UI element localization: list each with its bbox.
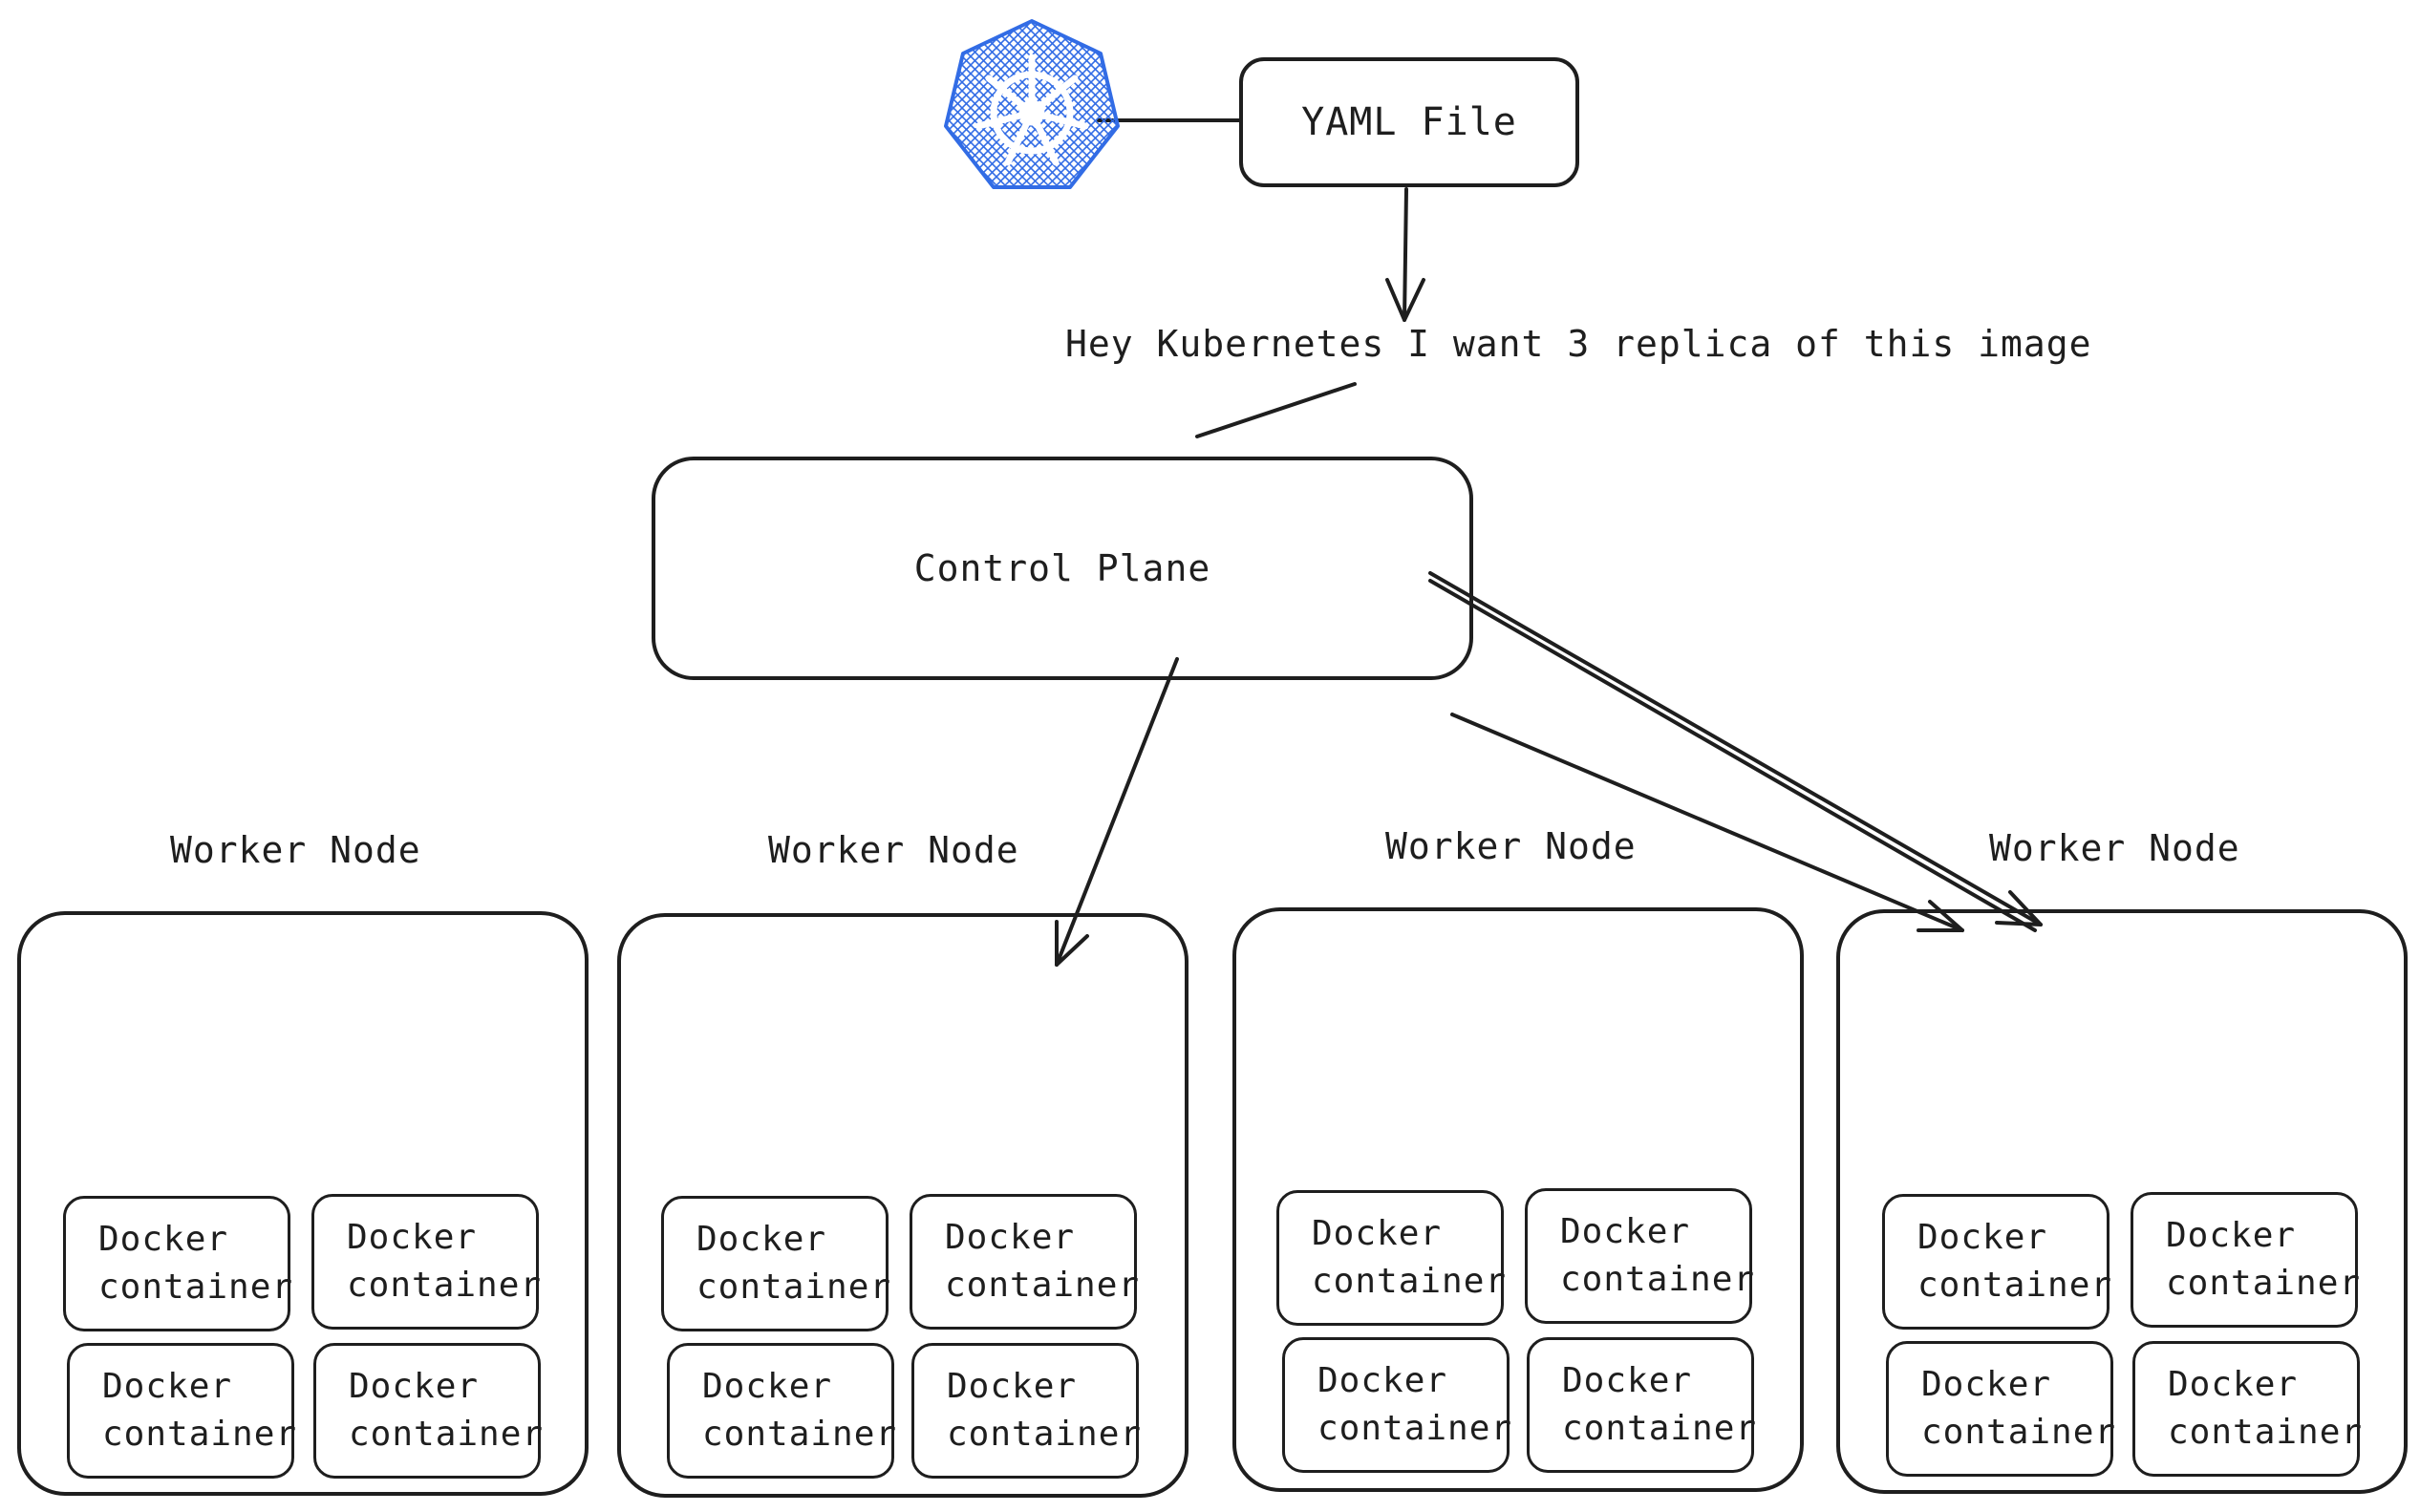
docker-container-label-line1: Docker xyxy=(945,1218,1076,1257)
worker-node-box xyxy=(1836,909,2408,1494)
docker-container-box: Docker container xyxy=(1886,1341,2117,1477)
worker-node-box xyxy=(1232,907,1804,1492)
docker-container-label-line2: container xyxy=(696,1267,892,1307)
docker-container-label-line1: Docker xyxy=(1317,1361,1448,1400)
docker-container-label-line2: container xyxy=(2166,1264,2362,1303)
docker-container-box: Docker container xyxy=(1276,1190,1508,1326)
docker-container-label-line2: container xyxy=(102,1415,298,1454)
docker-container-box: Docker container xyxy=(911,1343,1143,1479)
docker-container-label-line2: container xyxy=(947,1415,1143,1454)
docker-container-box: Docker container xyxy=(667,1343,898,1479)
yaml-file-box: YAML File xyxy=(1239,57,1579,187)
docker-container-label-line1: Docker xyxy=(947,1367,1078,1406)
docker-container-label-line1: Docker xyxy=(696,1220,827,1259)
docker-container-box: Docker container xyxy=(63,1196,294,1331)
docker-container-label-line1: Docker xyxy=(347,1218,478,1257)
worker-node-title: Worker Node xyxy=(1385,825,1637,867)
docker-container-label-line2: container xyxy=(1560,1260,1756,1299)
docker-container-label-line2: container xyxy=(347,1266,543,1305)
docker-container-box: Docker container xyxy=(1282,1337,1513,1473)
docker-container-label-line1: Docker xyxy=(349,1367,480,1406)
docker-container-label-line1: Docker xyxy=(98,1220,229,1259)
docker-container-label-line1: Docker xyxy=(702,1367,833,1406)
worker-node-title: Worker Node xyxy=(1989,827,2240,869)
docker-container-label-line2: container xyxy=(1562,1409,1758,1448)
docker-container-box: Docker container xyxy=(313,1343,545,1479)
docker-container-label-line1: Docker xyxy=(1560,1212,1691,1251)
docker-container-label-line2: container xyxy=(1917,1266,2113,1305)
docker-container-label-line1: Docker xyxy=(102,1367,233,1406)
yaml-file-label: YAML File xyxy=(1301,100,1517,144)
docker-container-label-line1: Docker xyxy=(1917,1218,2048,1257)
docker-container-label-line2: container xyxy=(702,1415,898,1454)
docker-container-box: Docker container xyxy=(67,1343,298,1479)
control-to-worker-4-arrow-b xyxy=(1428,571,2043,932)
docker-container-label-line2: container xyxy=(1317,1409,1513,1448)
docker-container-label-line1: Docker xyxy=(1921,1365,2052,1404)
control-plane-label: Control Plane xyxy=(913,547,1211,589)
kubernetes-logo-icon xyxy=(944,19,1120,189)
docker-container-box: Docker container xyxy=(2132,1341,2364,1477)
docker-container-box: Docker container xyxy=(661,1196,892,1331)
docker-container-label-line2: container xyxy=(98,1267,294,1307)
docker-container-label-line2: container xyxy=(349,1415,545,1454)
docker-container-box: Docker container xyxy=(1527,1337,1758,1473)
docker-container-box: Docker container xyxy=(1882,1194,2113,1330)
worker-node-box xyxy=(17,911,589,1496)
request-to-control-connector xyxy=(1195,382,1357,438)
docker-container-box: Docker container xyxy=(2131,1192,2362,1328)
docker-container-box: Docker container xyxy=(910,1194,1141,1330)
worker-node-box xyxy=(617,913,1189,1498)
docker-container-label-line2: container xyxy=(1921,1413,2117,1452)
control-to-worker-4-arrow-a xyxy=(1450,713,1964,932)
control-plane-box: Control Plane xyxy=(652,457,1473,680)
docker-container-label-line1: Docker xyxy=(1562,1361,1693,1400)
docker-container-label-line1: Docker xyxy=(2168,1365,2299,1404)
docker-container-label-line1: Docker xyxy=(2166,1216,2297,1255)
docker-container-label-line1: Docker xyxy=(1312,1214,1443,1253)
docker-container-label-line2: container xyxy=(945,1266,1141,1305)
replica-request-text: Hey Kubernetes I want 3 replica of this … xyxy=(1065,323,2092,365)
worker-node-title: Worker Node xyxy=(768,829,1019,871)
docker-container-label-line2: container xyxy=(2168,1413,2364,1452)
worker-node-title: Worker Node xyxy=(170,829,421,871)
docker-container-box: Docker container xyxy=(311,1194,543,1330)
docker-container-label-line2: container xyxy=(1312,1262,1508,1301)
docker-container-box: Docker container xyxy=(1525,1188,1756,1324)
yaml-to-request-arrow xyxy=(1385,187,1425,322)
